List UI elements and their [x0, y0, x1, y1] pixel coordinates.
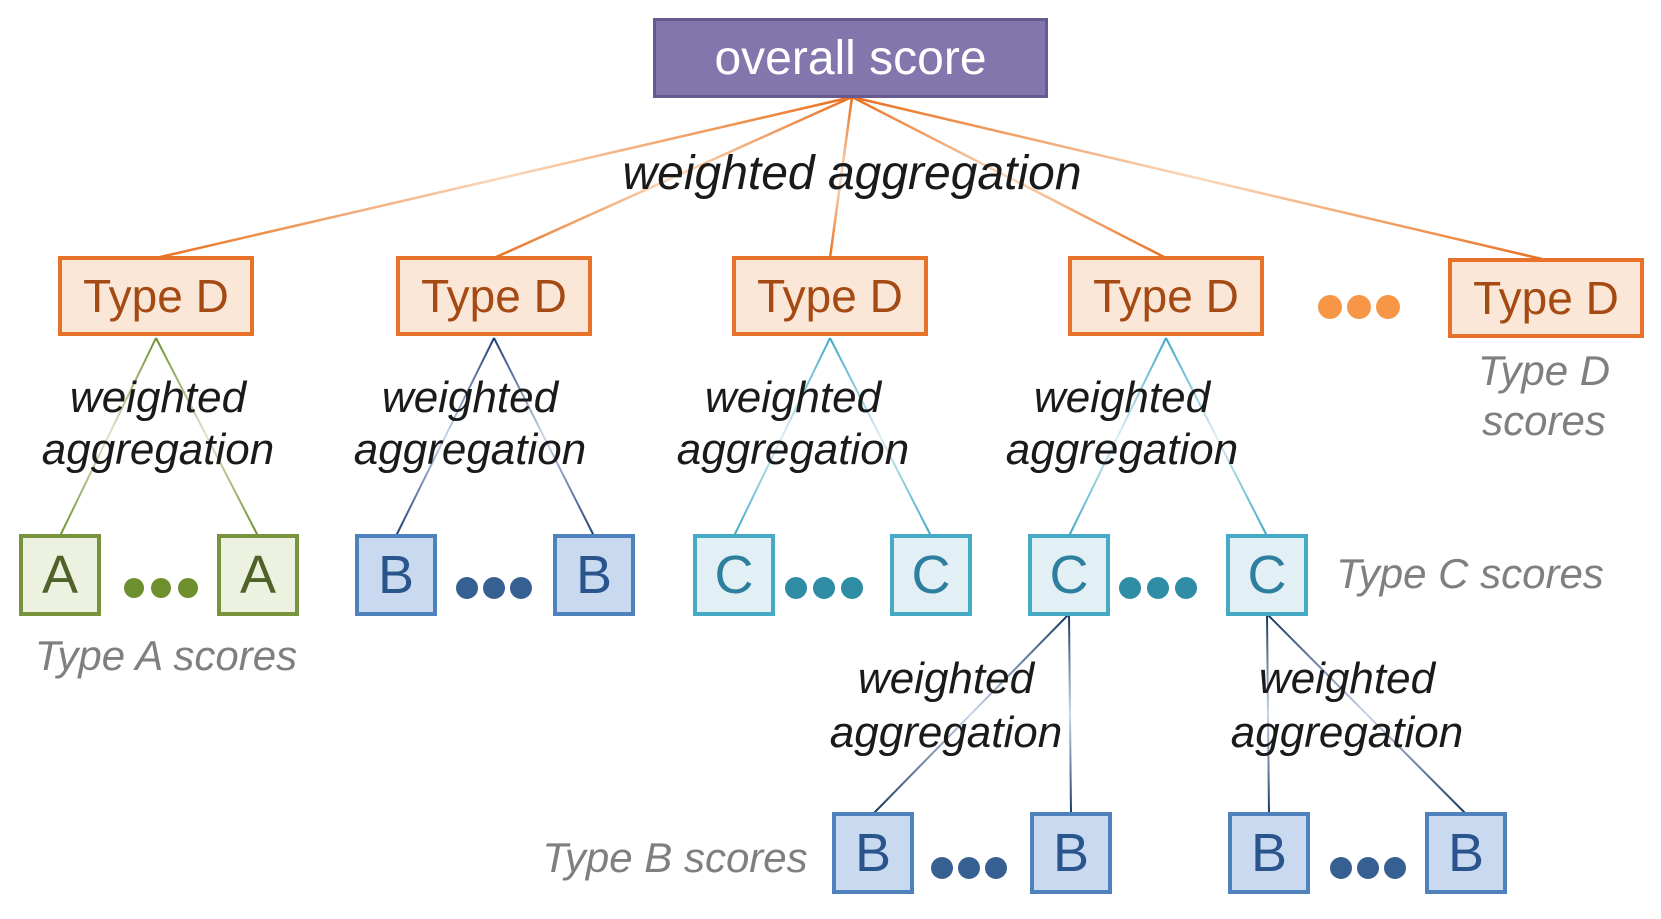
agg-line1: weighted	[69, 373, 247, 422]
score-box-c: C	[890, 534, 972, 616]
agg-line2: aggregation	[1230, 708, 1464, 757]
score-box-c: C	[1226, 534, 1308, 616]
score-box-b-label: B	[377, 545, 415, 605]
score-box-a: A	[217, 534, 299, 616]
score-box-b: B	[1228, 812, 1310, 894]
agg-line1: weighted	[857, 654, 1035, 703]
type-a-scores-label: Type A scores	[34, 632, 298, 679]
type-d-scores-line1: Type D	[1477, 347, 1611, 394]
type-d-box: Type D	[732, 256, 928, 336]
connector-line	[851, 95, 1547, 262]
connector-line	[828, 96, 854, 259]
weighted-aggregation-label-lower2: weighted aggregation	[1187, 652, 1507, 760]
type-c-scores-label: Type C scores	[1336, 550, 1604, 597]
type-d-scores-line2: scores	[1482, 397, 1606, 444]
score-box-c-label: C	[714, 545, 754, 605]
score-box-a-label: A	[41, 545, 79, 605]
connector-line	[851, 95, 1167, 260]
score-box-a-label: A	[239, 545, 277, 605]
connector-line	[1068, 613, 1072, 815]
type-d-label: Type D	[1473, 272, 1619, 324]
score-box-c-label: C	[911, 545, 951, 605]
agg-line2: aggregation	[829, 708, 1063, 757]
score-box-b: B	[1425, 812, 1507, 894]
connector-line	[155, 337, 259, 537]
score-box-b-label: B	[1447, 823, 1485, 883]
agg-line1: weighted	[381, 373, 559, 422]
type-d-label: Type D	[83, 270, 229, 322]
type-d-scores-label: Type D scores	[1394, 346, 1661, 446]
type-d-box: Type D	[1448, 258, 1644, 338]
type-d-box: Type D	[1068, 256, 1264, 336]
score-box-c-label: C	[1247, 545, 1287, 605]
score-box-b-label: B	[1250, 823, 1288, 883]
connector-line	[1266, 613, 1467, 815]
score-box-c-label: C	[1049, 545, 1089, 605]
type-d-label: Type D	[1093, 270, 1239, 322]
agg-line2: aggregation	[41, 425, 275, 474]
connector-line	[59, 337, 157, 537]
type-d-box: Type D	[396, 256, 592, 336]
connector-line	[155, 95, 853, 260]
connector-line	[1068, 337, 1167, 537]
connector-line	[872, 613, 1070, 815]
weighted-aggregation-label-top: weighted aggregation	[622, 147, 1082, 200]
agg-line1: weighted	[1033, 373, 1211, 422]
weighted-aggregation-label-group2: weighted aggregation	[312, 372, 628, 476]
score-box-b-label: B	[575, 545, 613, 605]
connector-line	[493, 95, 853, 260]
agg-line2: aggregation	[1005, 425, 1239, 474]
score-box-b: B	[355, 534, 437, 616]
connector-line	[493, 337, 595, 537]
overall-score-label: overall score	[714, 31, 987, 85]
score-box-b: B	[553, 534, 635, 616]
connector-line	[1165, 337, 1268, 537]
type-d-box: Type D	[58, 256, 254, 336]
score-box-b: B	[1030, 812, 1112, 894]
score-box-c: C	[693, 534, 775, 616]
connector-line	[733, 337, 831, 537]
connector-line	[395, 337, 495, 537]
agg-line1: weighted	[1258, 654, 1436, 703]
overall-score-box: overall score	[653, 18, 1048, 98]
ellipsis-dots-icon	[124, 578, 205, 598]
score-box-a: A	[19, 534, 101, 616]
ellipsis-dots-icon	[931, 857, 1012, 879]
ellipsis-dots-icon	[1330, 857, 1411, 879]
type-b-scores-label: Type B scores	[542, 834, 808, 881]
connector-line	[1266, 613, 1270, 815]
ellipsis-dots-icon	[1119, 577, 1203, 599]
agg-line2: aggregation	[676, 425, 910, 474]
ellipsis-dots-icon	[456, 577, 537, 599]
agg-line2: aggregation	[353, 425, 587, 474]
score-box-b-label: B	[854, 823, 892, 883]
ellipsis-dots-icon	[785, 577, 869, 599]
weighted-aggregation-label-group4: weighted aggregation	[964, 372, 1280, 476]
weighted-aggregation-label-group3: weighted aggregation	[635, 372, 951, 476]
ellipsis-dots-icon	[1318, 295, 1405, 319]
connector-line	[829, 337, 932, 537]
weighted-aggregation-label-lower1: weighted aggregation	[786, 652, 1106, 760]
type-d-label: Type D	[757, 270, 903, 322]
score-box-b: B	[832, 812, 914, 894]
agg-line1: weighted	[704, 373, 882, 422]
score-box-b-label: B	[1052, 823, 1090, 883]
type-d-label: Type D	[421, 270, 567, 322]
score-box-c: C	[1028, 534, 1110, 616]
weighted-aggregation-label-group1: weighted aggregation	[0, 372, 316, 476]
